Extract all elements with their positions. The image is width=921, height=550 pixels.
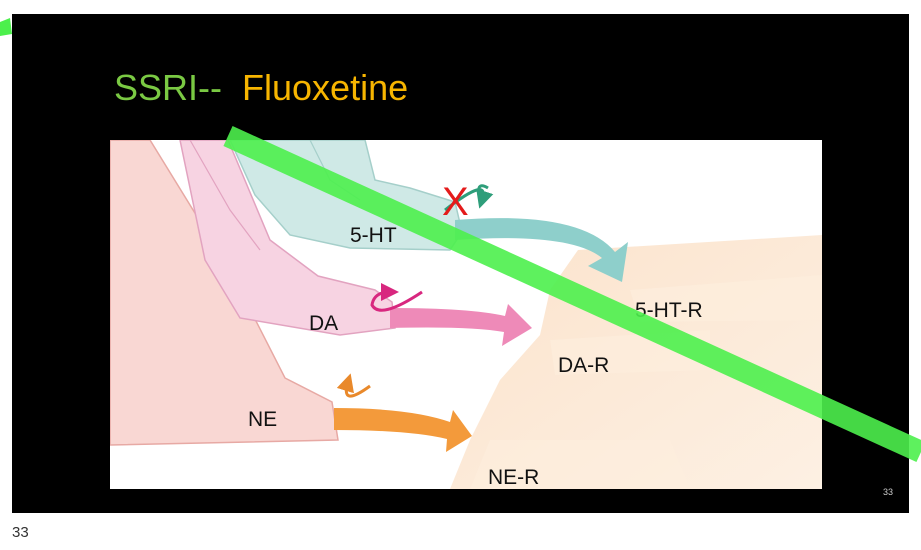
label-5ht-r: 5-HT-R bbox=[635, 299, 703, 322]
norepinephrine-reuptake-arrow bbox=[336, 373, 371, 398]
title-drug-name: Fluoxetine bbox=[242, 67, 409, 108]
neurotransmitter-diagram: X 5-HT DA NE 5-HT-R DA-R NE-R bbox=[110, 140, 822, 489]
label-ne-r: NE-R bbox=[488, 466, 539, 489]
label-ne: NE bbox=[248, 408, 277, 431]
title-drug-class: SSRI-- bbox=[114, 67, 222, 108]
page-number: 33 bbox=[12, 524, 29, 541]
serotonin-release-arrow bbox=[455, 218, 628, 282]
label-5ht: 5-HT bbox=[350, 224, 397, 247]
slide: SSRI-- Fluoxetine bbox=[12, 14, 909, 513]
label-da-r: DA-R bbox=[558, 354, 609, 377]
slide-number: 33 bbox=[882, 487, 893, 497]
norepinephrine-release-arrow bbox=[334, 408, 472, 452]
dopamine-release-arrow bbox=[390, 304, 532, 346]
label-da: DA bbox=[309, 312, 338, 335]
slide-title: SSRI-- Fluoxetine bbox=[114, 66, 408, 110]
reuptake-block-mark: X bbox=[442, 180, 469, 224]
